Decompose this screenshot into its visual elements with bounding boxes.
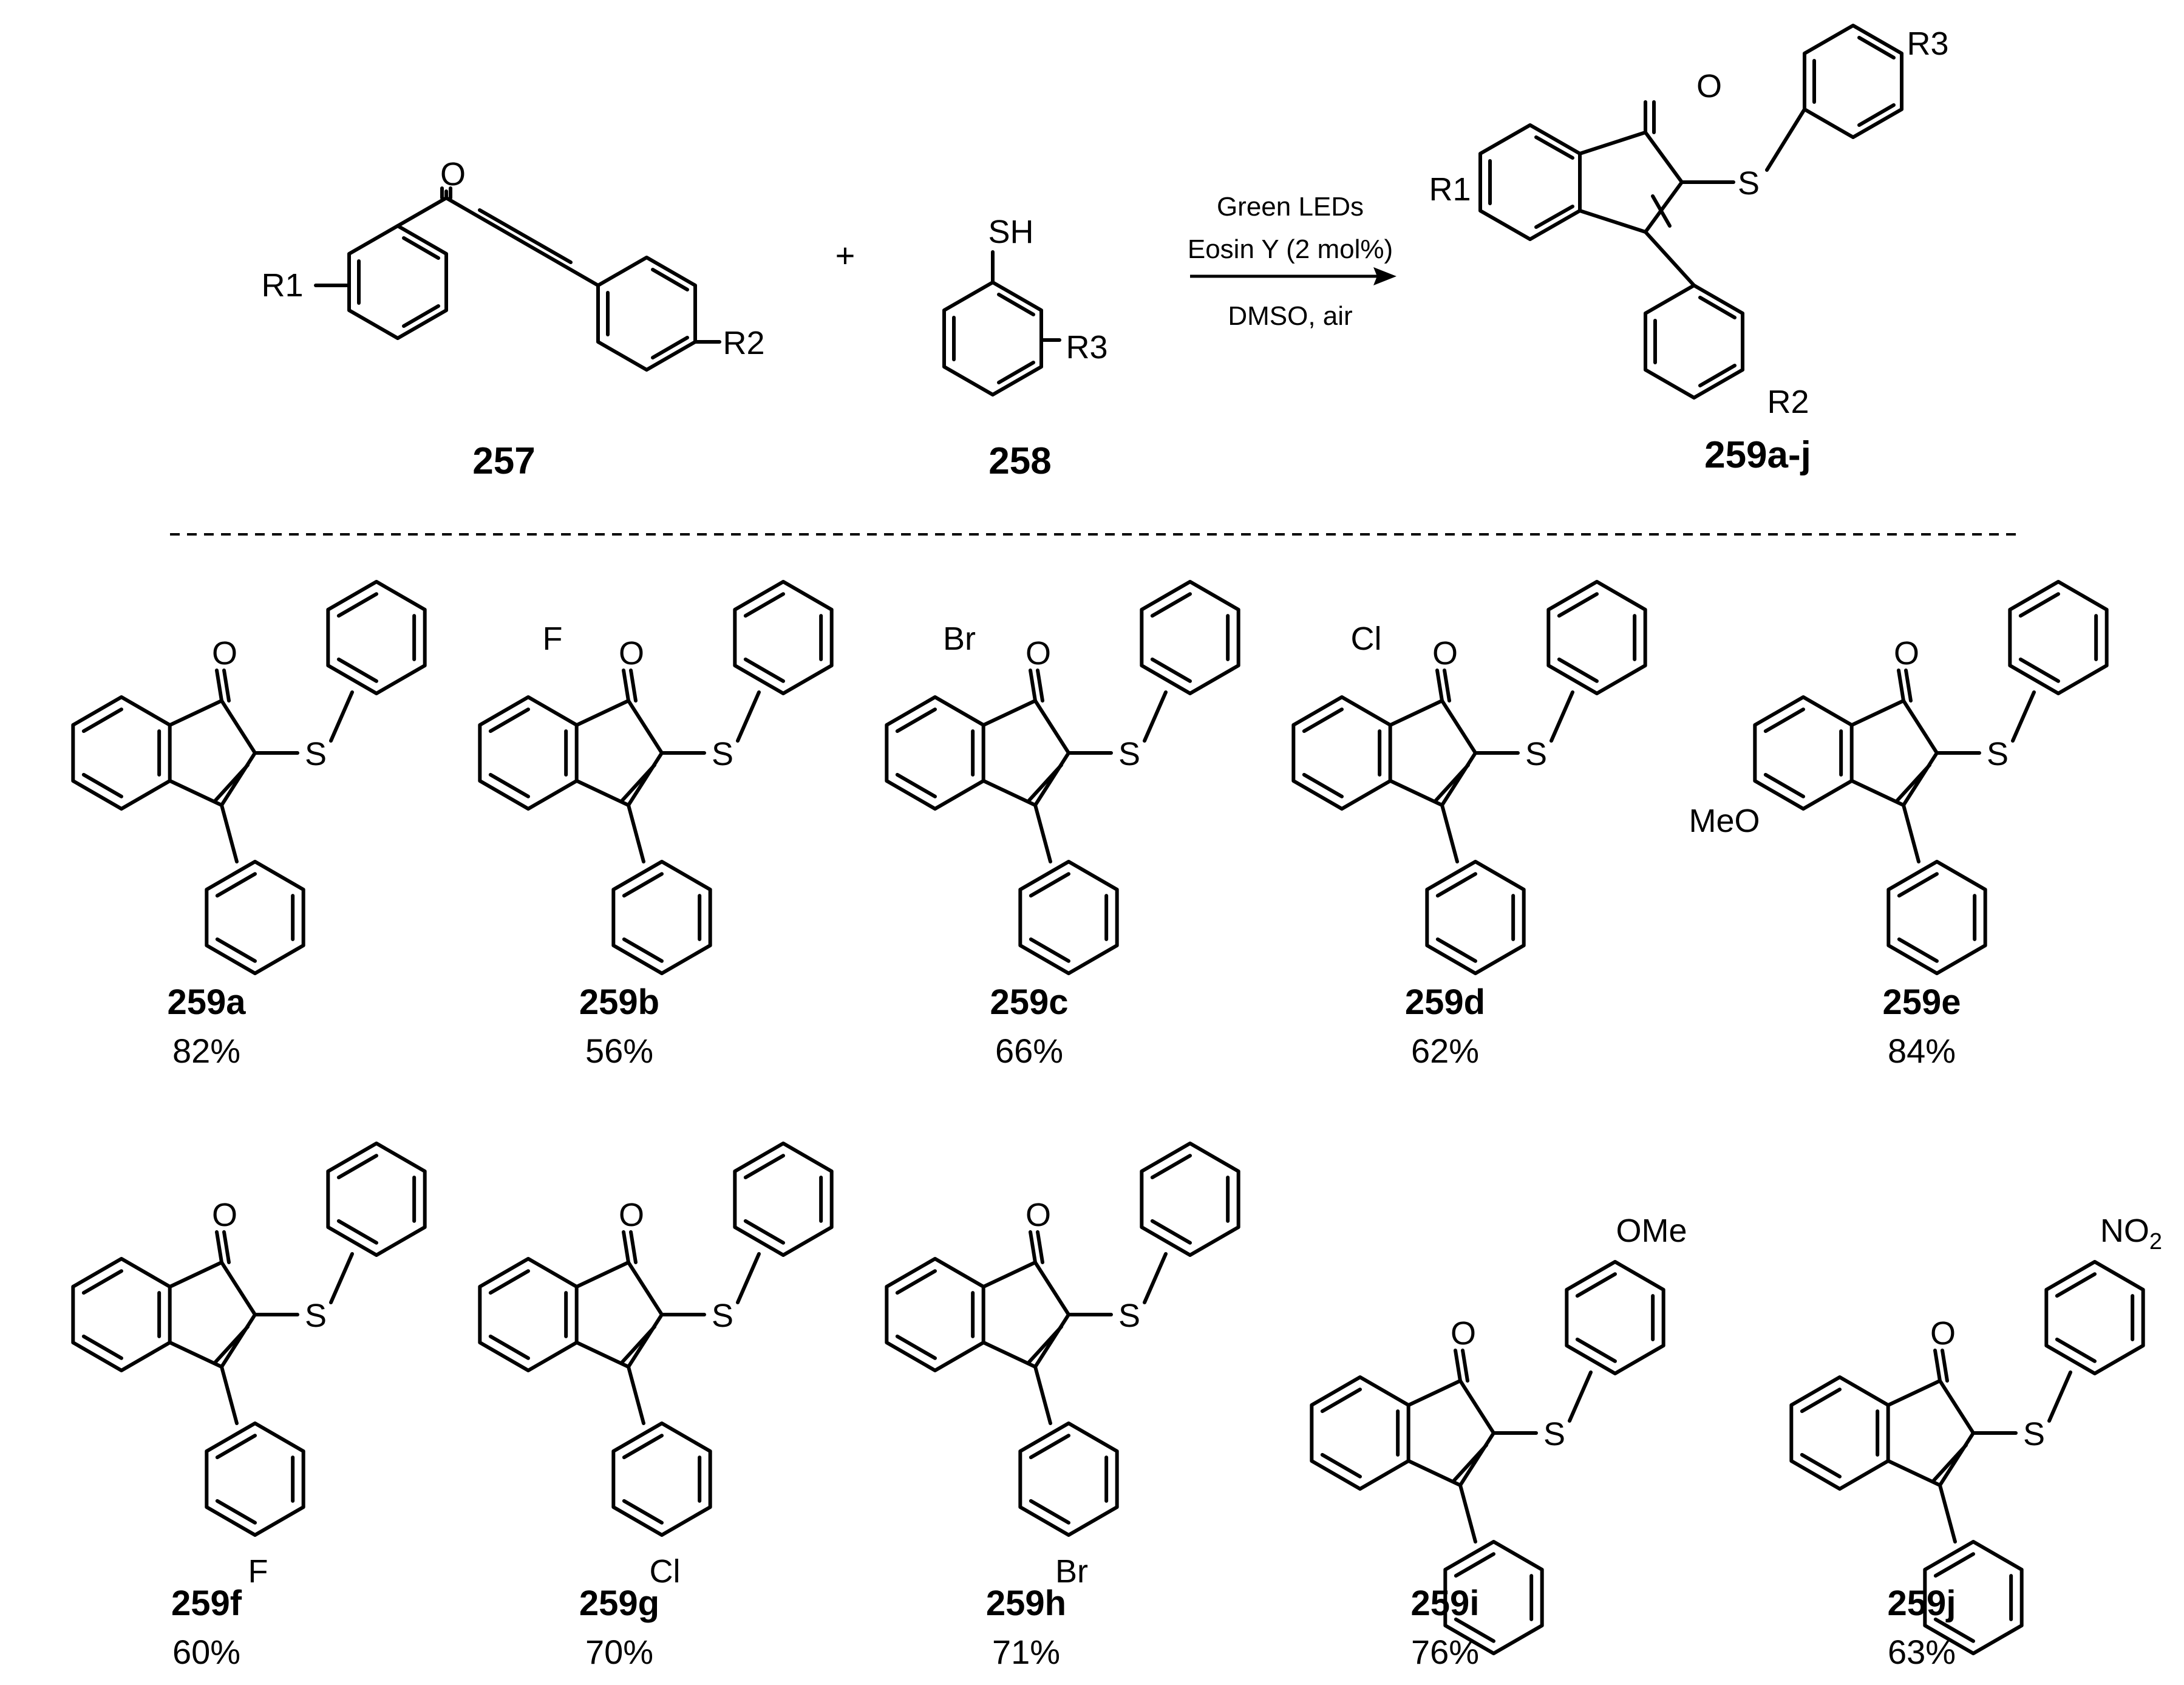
example-label: 259d	[1405, 982, 1485, 1022]
example-yield: 63%	[1888, 1633, 1956, 1671]
example-label: 259g	[579, 1584, 659, 1623]
example-yield: 84%	[1888, 1032, 1956, 1070]
example-yield: 70%	[585, 1633, 653, 1671]
sulfur-s: S	[712, 1298, 733, 1334]
reactant-257-r1: R1	[261, 267, 303, 304]
carbonyl-o: O	[619, 1197, 644, 1233]
carbonyl-o: O	[1451, 1315, 1476, 1352]
reactant-257-structure	[314, 186, 721, 372]
examples-grid: OS259a82%OSF259b56%OSBr259c66%OSCl259d62…	[71, 580, 2162, 1671]
carbonyl-o: O	[1026, 635, 1051, 672]
example-yield: 82%	[172, 1032, 240, 1070]
example-259j-structure: O S NO2	[1789, 1213, 2162, 1655]
substituent-br: Br	[943, 621, 976, 657]
reactant-257-carbonyl-o: O	[440, 156, 466, 192]
reactant-258-sh: SH	[988, 214, 1033, 250]
reaction-arrowhead	[1373, 267, 1396, 285]
product-label: 259a-j	[1704, 434, 1811, 476]
reactant-258-r3: R3	[1066, 329, 1107, 366]
substituent-f: F	[248, 1553, 268, 1590]
example-yield: 76%	[1411, 1633, 1479, 1671]
sulfur-s: S	[305, 736, 327, 772]
sulfur-s: S	[1543, 1416, 1565, 1452]
carbonyl-o: O	[212, 1197, 237, 1233]
reactant-257-r2: R2	[723, 325, 764, 361]
example-yield: 71%	[992, 1633, 1060, 1671]
carbonyl-o: O	[212, 635, 237, 672]
product-r2: R2	[1767, 384, 1809, 420]
example-label: 259c	[990, 982, 1068, 1022]
sulfur-s: S	[1118, 736, 1140, 772]
carbonyl-o: O	[1930, 1315, 1956, 1352]
example-label: 259j	[1888, 1584, 1956, 1623]
example-label: 259a	[167, 982, 246, 1022]
carbonyl-o: O	[619, 635, 644, 672]
sulfur-s: S	[1525, 736, 1547, 772]
example-259a-structure: OS	[71, 580, 427, 975]
example-259c-structure: O S Br	[885, 580, 1240, 975]
sulfur-s: S	[712, 736, 733, 772]
substituent-br: Br	[1055, 1553, 1088, 1590]
example-yield: 56%	[585, 1032, 653, 1070]
example-259i-structure: O S OMe	[1310, 1213, 1687, 1655]
example-259d-structure: O S Cl	[1291, 580, 1647, 975]
sulfur-s: S	[2023, 1416, 2045, 1452]
sulfur-s: S	[1118, 1298, 1140, 1334]
example-label: 259e	[1882, 982, 1961, 1022]
product-259-structure	[1478, 24, 1903, 400]
reactant-258-label: 258	[988, 440, 1051, 482]
condition-line-1: Green LEDs	[1217, 192, 1364, 222]
example-label: 259b	[579, 982, 659, 1022]
carbonyl-o: O	[1026, 1197, 1051, 1233]
product-r1: R1	[1429, 171, 1471, 208]
sulfur-s: S	[305, 1298, 327, 1334]
example-259b-structure: O S F	[478, 580, 834, 975]
substituent-cl: Cl	[650, 1553, 681, 1590]
product-r3: R3	[1907, 26, 1948, 62]
example-label: 259h	[986, 1584, 1066, 1623]
carbonyl-o: O	[1894, 635, 1919, 672]
condition-line-2: Eosin Y (2 mol%)	[1188, 234, 1393, 264]
example-yield: 60%	[172, 1633, 240, 1671]
condition-line-3: DMSO, air	[1228, 301, 1352, 331]
example-label: 259i	[1411, 1584, 1480, 1623]
example-259h-structure: O S Br	[885, 1142, 1240, 1590]
reactant-258-structure	[942, 250, 1061, 397]
product-s: S	[1738, 165, 1760, 202]
example-yield: 62%	[1411, 1032, 1479, 1070]
example-yield: 66%	[995, 1032, 1063, 1070]
substituent-f: F	[543, 621, 563, 657]
product-carbonyl-o: O	[1696, 68, 1722, 104]
plus-sign: +	[835, 236, 856, 274]
example-259g-structure: O S Cl	[478, 1142, 834, 1590]
substituent-no2: NO2	[2100, 1213, 2162, 1254]
substituent-ome: OMe	[1616, 1213, 1687, 1249]
example-259f-structure: O S F	[71, 1142, 427, 1590]
substituent-cl: Cl	[1351, 621, 1382, 657]
substituent-meo: MeO	[1689, 803, 1760, 839]
carbonyl-o: O	[1432, 635, 1458, 672]
reactant-257-label: 257	[472, 440, 535, 482]
example-259e-structure: O S MeO	[1689, 580, 2109, 975]
sulfur-s: S	[1987, 736, 2009, 772]
example-label: 259f	[171, 1584, 242, 1623]
